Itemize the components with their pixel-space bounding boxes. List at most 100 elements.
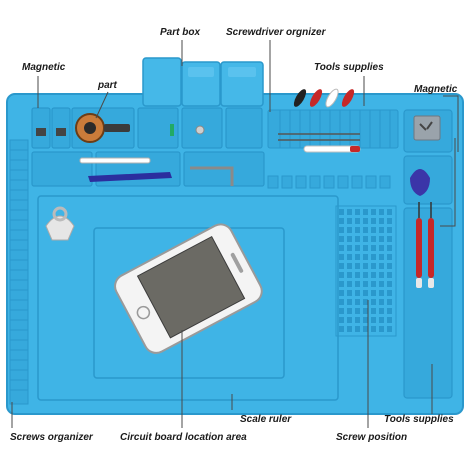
label-circuit-board-location-area: Circuit board location area [120,432,247,443]
screw-slot [379,326,384,332]
screw-slot [355,308,360,314]
screw-slot [355,263,360,269]
screw-slot [363,290,368,296]
label-scale-ruler: Scale ruler [240,414,292,425]
tool-items-top-right [278,88,361,153]
screws-on-magnet [419,121,433,131]
screw-slot [347,317,352,323]
label-screwdriver-organizer: Screwdriver orgnizer [226,27,326,38]
screw-slot [379,308,384,314]
screw-slot [387,281,392,287]
screw-slot [339,254,344,260]
screw-slot [363,263,368,269]
screw-slot [339,290,344,296]
screw-slot [339,218,344,224]
screw-slot [347,281,352,287]
label-magnetic-left: Magnetic [22,62,66,73]
screw-slot [379,317,384,323]
label-tools-supplies-top: Tools supplies [314,62,384,73]
screw-slot [355,209,360,215]
screw-slot [371,209,376,215]
screw-slot [347,272,352,278]
screw-slot [347,290,352,296]
screwdriver-grooves [279,110,391,148]
screw-slot [387,290,392,296]
screw-slot [379,263,384,269]
screw-slot [363,281,368,287]
screw-slot [363,317,368,323]
screw-slot [371,254,376,260]
screw-slot [339,227,344,233]
label-part: part [98,80,117,91]
label-screws-organizer: Screws organizer [10,432,93,443]
right-tools [410,169,434,288]
screw-slot [339,326,344,332]
screw-slot [355,272,360,278]
screw-slot [347,326,352,332]
screw-slot [371,317,376,323]
screw-slot [371,308,376,314]
screw-slot [371,245,376,251]
screw-slot [371,290,376,296]
screw-slot [355,236,360,242]
screw-slot [339,299,344,305]
screw-slot [379,209,384,215]
screw-slot [371,299,376,305]
screw-slot [387,254,392,260]
screw-slot [379,227,384,233]
screw-slot [339,272,344,278]
screw-slot [347,218,352,224]
screw-grid-dots [339,209,392,332]
screw-position-grid [335,205,397,337]
screw-slot [339,281,344,287]
screws-organizer-column [9,139,29,405]
screw-slot [379,218,384,224]
screw-slot [347,209,352,215]
screw-slot [379,236,384,242]
screw-slot [379,290,384,296]
screw-slot [387,236,392,242]
screw-slot [387,218,392,224]
screw-slot [387,317,392,323]
screw-slot [387,272,392,278]
screw-slot [347,236,352,242]
screw-slot [387,263,392,269]
screw-slot [339,263,344,269]
screw-slot [347,227,352,233]
screw-slot [387,308,392,314]
screw-slot [355,227,360,233]
screw-slot [363,272,368,278]
phone [114,223,263,354]
screw-slot [363,326,368,332]
screw-slot [379,254,384,260]
circuit-board-location-area [37,195,339,401]
suction-cup [45,206,75,241]
part-boxes [142,57,264,107]
screw-slot [387,245,392,251]
screw-slot [339,245,344,251]
screw-slot [347,245,352,251]
screw-slot [387,299,392,305]
pry-tools [79,157,234,186]
screw-slot [379,272,384,278]
screw-slot [379,299,384,305]
screw-slot [355,281,360,287]
screw-slot [371,218,376,224]
screw-slot [355,218,360,224]
top-compartments [31,107,263,149]
screw-slot [379,281,384,287]
screw-slot [387,326,392,332]
screw-slot [363,245,368,251]
screw-slot [371,236,376,242]
screw-slot [371,281,376,287]
screw-slot [371,263,376,269]
screw-slot [363,254,368,260]
screw-slot [347,263,352,269]
screw-slot [355,254,360,260]
part-items [36,113,205,143]
screw-slot [355,317,360,323]
screw-slot [355,290,360,296]
screw-slot [339,308,344,314]
